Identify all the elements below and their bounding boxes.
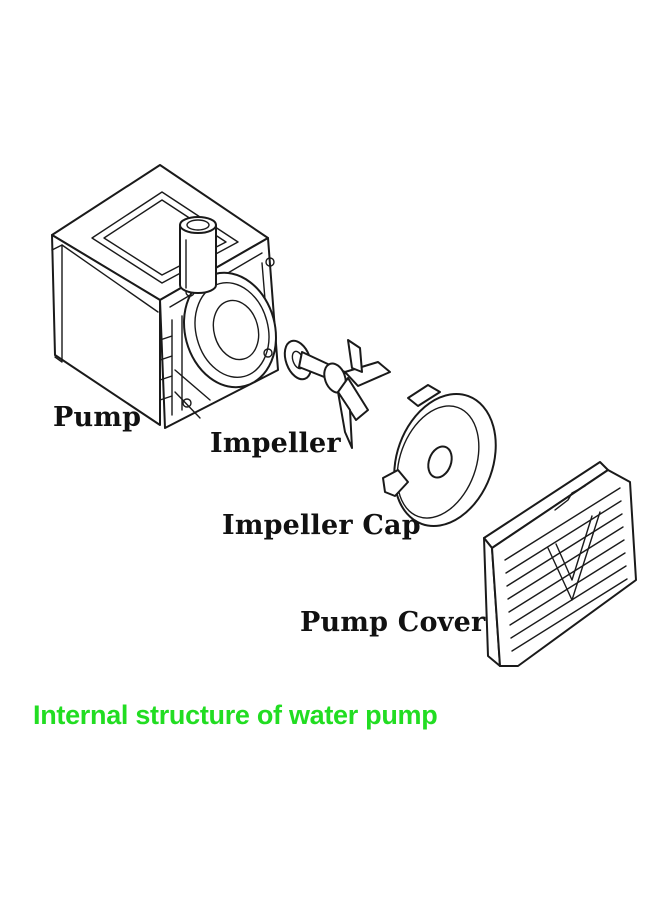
impeller-cap-label: Impeller Cap [222,510,421,541]
pump-label: Pump [53,402,142,433]
impeller-label: Impeller [210,428,341,459]
pump-body [51,164,279,429]
impeller-cap-part [382,384,497,527]
pump-cover-part [483,461,637,667]
impeller-part [283,339,391,449]
caption: Internal structure of water pump [33,700,438,730]
pump-cover-label: Pump Cover [300,607,486,638]
